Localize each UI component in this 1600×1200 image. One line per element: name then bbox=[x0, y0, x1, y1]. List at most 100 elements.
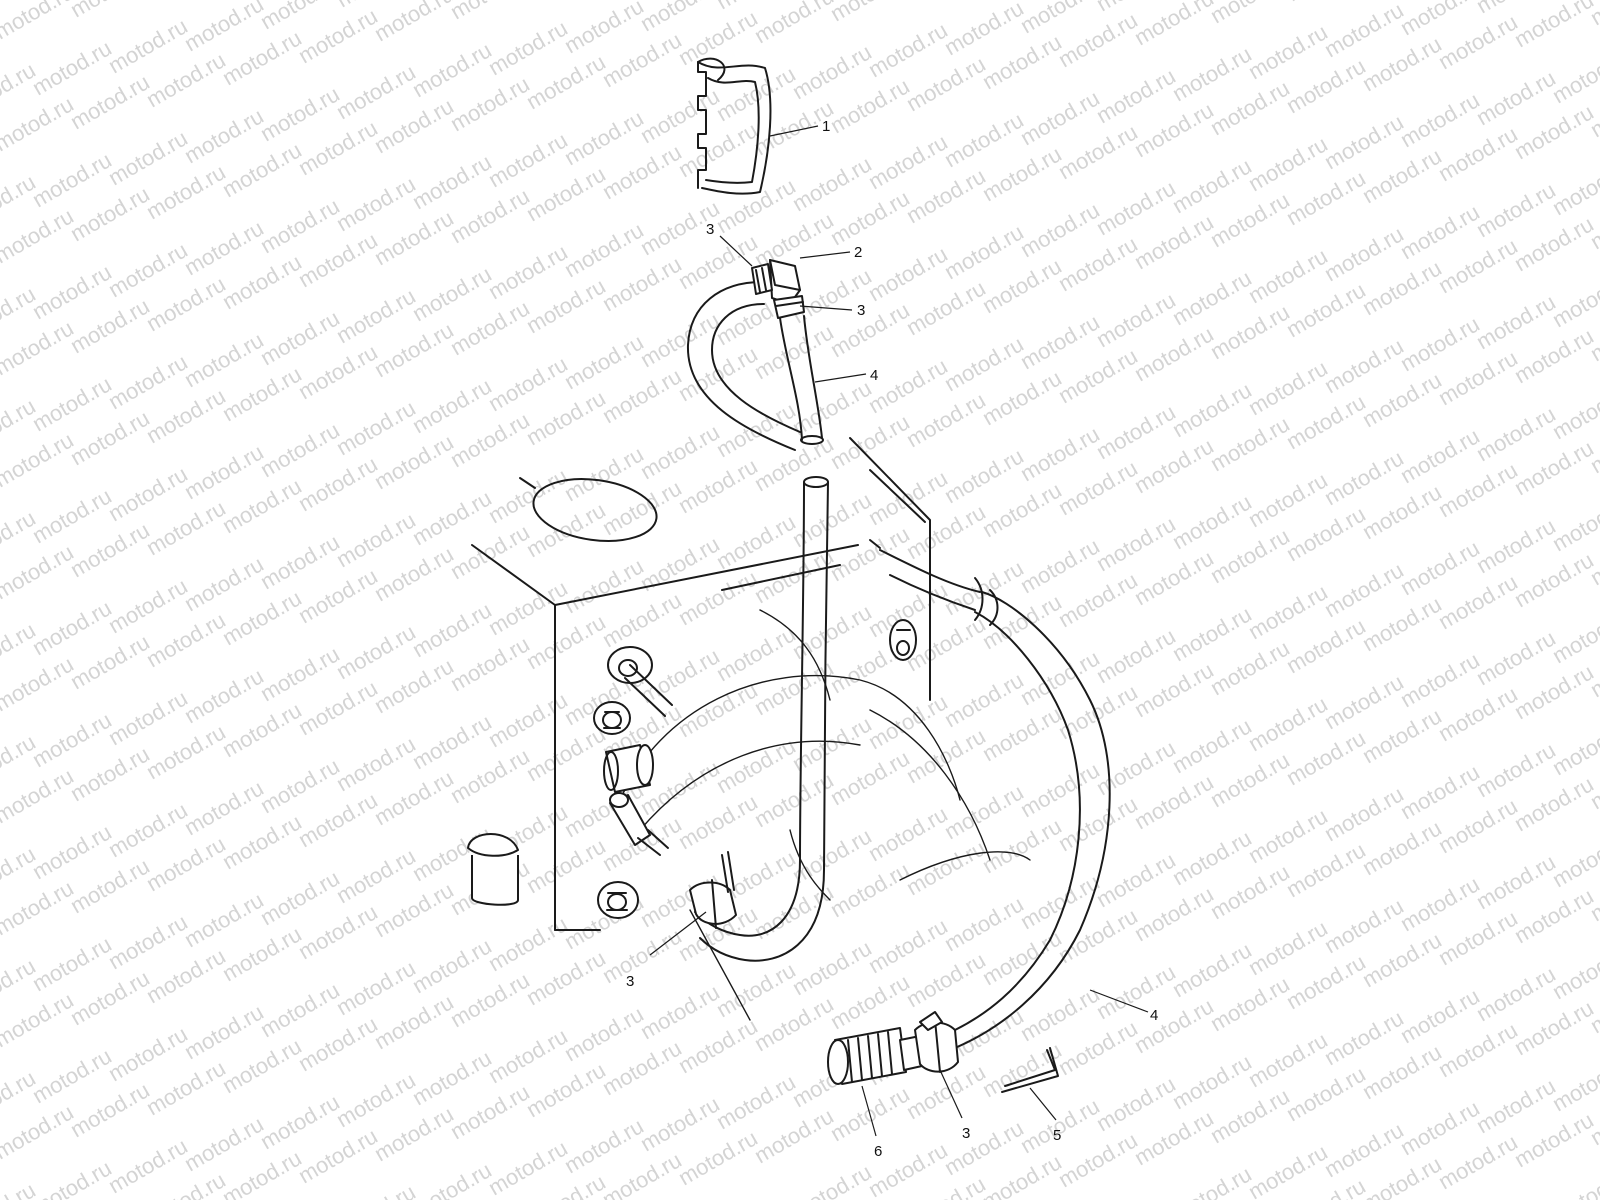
watermark-text: motod.ru bbox=[598, 475, 686, 540]
watermark-text: motod.ru bbox=[294, 339, 382, 404]
watermark-text: motod.ru bbox=[1358, 255, 1446, 320]
watermark-text: motod.ru bbox=[1548, 379, 1600, 444]
watermark-text: motod.ru bbox=[1510, 995, 1598, 1060]
watermark-text: motod.ru bbox=[218, 697, 306, 762]
watermark-text: motod.ru bbox=[142, 1055, 230, 1120]
watermark-text: motod.ru bbox=[1548, 267, 1600, 332]
watermark-text: motod.ru bbox=[1358, 815, 1446, 880]
watermark-text: motod.ru bbox=[598, 587, 686, 652]
watermark-text: motod.ru bbox=[1282, 0, 1370, 6]
watermark-text: motod.ru bbox=[674, 117, 762, 182]
watermark-text: motod.ru bbox=[142, 383, 230, 448]
watermark-text: motod.ru bbox=[902, 723, 990, 788]
watermark-text: motod.ru bbox=[1548, 43, 1600, 108]
watermark-text: motod.ru bbox=[1548, 491, 1600, 556]
watermark-text: motod.ru bbox=[1510, 99, 1598, 164]
callout-seal-1: 1 bbox=[822, 118, 830, 135]
watermark-text: motod.ru bbox=[370, 205, 458, 270]
watermark-text: motod.ru bbox=[1054, 1015, 1142, 1080]
watermark-text: motod.ru bbox=[1054, 1127, 1142, 1192]
watermark-text: motod.ru bbox=[1130, 1105, 1218, 1170]
watermark-text: motod.ru bbox=[1510, 771, 1598, 836]
watermark-text: motod.ru bbox=[1510, 883, 1598, 948]
watermark-text: motod.ru bbox=[1358, 927, 1446, 992]
watermark-text: motod.ru bbox=[142, 159, 230, 224]
callout-elbow-2: 2 bbox=[854, 244, 862, 261]
watermark-text: motod.ru bbox=[1130, 209, 1218, 274]
watermark-text: motod.ru bbox=[978, 365, 1066, 430]
watermark-text: motod.ru bbox=[142, 607, 230, 672]
watermark-text: motod.ru bbox=[1054, 231, 1142, 296]
watermark-text: motod.ru bbox=[66, 741, 154, 806]
watermark-text: motod.ru bbox=[1434, 1017, 1522, 1082]
watermark-text: motod.ru bbox=[142, 47, 230, 112]
watermark-text: motod.ru bbox=[1206, 635, 1294, 700]
watermark-text: motod.ru bbox=[332, 1179, 420, 1200]
watermark-text: motod.ru bbox=[1282, 613, 1370, 678]
callout-clamp-tank: 3 bbox=[626, 973, 634, 990]
watermark-text: motod.ru bbox=[1054, 119, 1142, 184]
watermark-text: motod.ru bbox=[1130, 321, 1218, 386]
watermark-text: motod.ru bbox=[902, 163, 990, 228]
watermark-text: motod.ru bbox=[1206, 411, 1294, 476]
watermark-text: motod.ru bbox=[902, 0, 990, 4]
watermark-text: motod.ru bbox=[598, 1035, 686, 1100]
watermark-text: motod.ru bbox=[66, 517, 154, 582]
watermark-text: motod.ru bbox=[522, 609, 610, 674]
callout-hose-top: 4 bbox=[870, 367, 878, 384]
watermark-text: motod.ru bbox=[1054, 7, 1142, 72]
watermark-text: motod.ru bbox=[674, 1125, 762, 1190]
watermark-text: motod.ru bbox=[1358, 143, 1446, 208]
watermark-text: motod.ru bbox=[370, 0, 458, 46]
watermark-text: motod.ru bbox=[1282, 501, 1370, 566]
watermark-text: motod.ru bbox=[446, 295, 534, 360]
watermark-text: motod.ru bbox=[1282, 53, 1370, 118]
watermark-text: motod.ru bbox=[218, 1033, 306, 1098]
watermark-text: motod.ru bbox=[978, 477, 1066, 542]
watermark-text: motod.ru bbox=[750, 0, 838, 48]
watermark-text: motod.ru bbox=[370, 541, 458, 606]
watermark-text: motod.ru bbox=[674, 229, 762, 294]
watermark-text: motod.ru bbox=[218, 25, 306, 90]
watermark-text: motod.ru bbox=[674, 677, 762, 742]
watermark-text: motod.ru bbox=[142, 271, 230, 336]
watermark-text: motod.ru bbox=[0, 539, 78, 604]
callout-clamp-top-right: 3 bbox=[857, 302, 865, 319]
watermark-text: motod.ru bbox=[1548, 1051, 1600, 1116]
watermark-text: motod.ru bbox=[1130, 0, 1218, 50]
watermark-text: motod.ru bbox=[674, 565, 762, 630]
watermark-text: motod.ru bbox=[522, 161, 610, 226]
watermark-text: motod.ru bbox=[370, 1101, 458, 1166]
watermark-text: motod.ru bbox=[218, 473, 306, 538]
watermark-text: motod.ru bbox=[370, 93, 458, 158]
watermark-text: motod.ru bbox=[598, 923, 686, 988]
callout-clamp-top-left: 3 bbox=[706, 221, 714, 238]
watermark-text: motod.ru bbox=[522, 945, 610, 1010]
hose-clamp-bottom bbox=[914, 1011, 959, 1073]
watermark-text: motod.ru bbox=[1054, 455, 1142, 520]
watermark-text: motod.ru bbox=[522, 385, 610, 450]
fitting-outlet bbox=[609, 792, 669, 856]
watermark-text: motod.ru bbox=[446, 519, 534, 584]
watermark-text: motod.ru bbox=[1054, 679, 1142, 744]
watermark-text: motod.ru bbox=[1168, 1161, 1256, 1200]
watermark-text: motod.ru bbox=[1434, 457, 1522, 522]
watermark-text: motod.ru bbox=[1510, 547, 1598, 612]
watermark-text: motod.ru bbox=[370, 317, 458, 382]
watermark-text: motod.ru bbox=[1282, 1061, 1370, 1126]
watermark-text: motod.ru bbox=[1054, 903, 1142, 968]
callout-clamp-bottom: 3 bbox=[962, 1125, 970, 1142]
watermark-text: motod.ru bbox=[902, 51, 990, 116]
watermark-text: motod.ru bbox=[1206, 75, 1294, 140]
watermark-text: motod.ru bbox=[294, 1011, 382, 1076]
watermark-text: motod.ru bbox=[1130, 97, 1218, 162]
watermark-text: motod.ru bbox=[1548, 827, 1600, 892]
watermark-text: motod.ru bbox=[294, 1123, 382, 1188]
main-hose bbox=[689, 476, 829, 962]
watermark-text: motod.ru bbox=[978, 29, 1066, 94]
watermark-text: motod.ru bbox=[1282, 165, 1370, 230]
watermark-text: motod.ru bbox=[1358, 703, 1446, 768]
watermark-text: motod.ru bbox=[1206, 187, 1294, 252]
watermark-text: motod.ru bbox=[826, 745, 914, 810]
